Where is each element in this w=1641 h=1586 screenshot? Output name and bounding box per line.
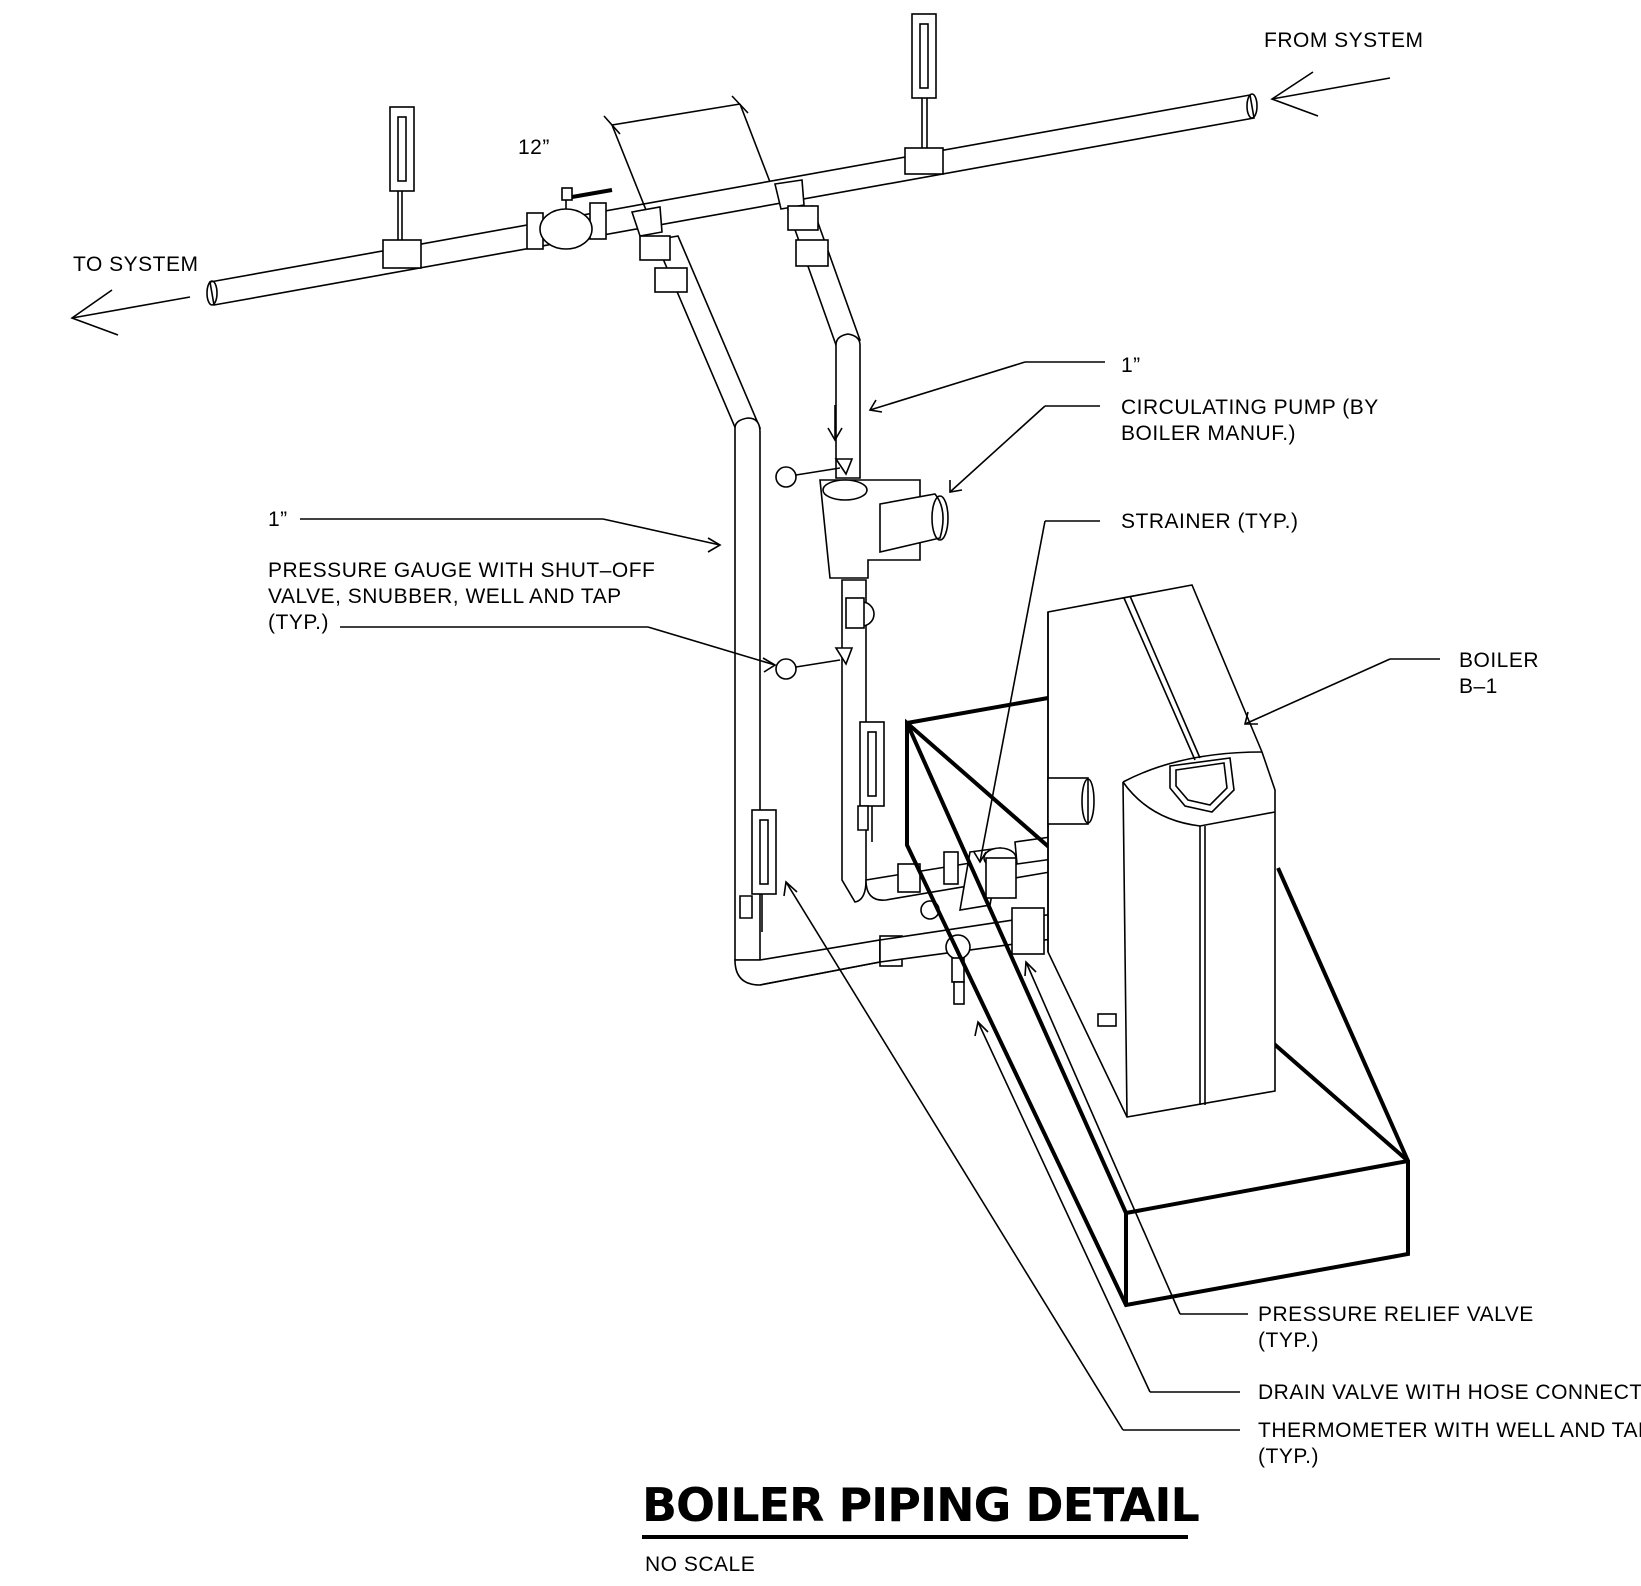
label-pipe-size-left: 1”: [268, 508, 288, 531]
pressure-gauge-icon: [775, 458, 854, 488]
ball-valve-icon: [526, 187, 613, 250]
label-boiler-line1: BOILER: [1459, 649, 1540, 672]
label-pressure-gauge-line3: (TYP.): [268, 611, 329, 634]
label-boiler: BOILER B–1: [1459, 648, 1539, 700]
label-pressure-relief-line1: PRESSURE RELIEF VALVE: [1258, 1303, 1534, 1326]
label-drain-valve: DRAIN VALVE WITH HOSE CONNECTION: [1258, 1381, 1641, 1404]
thermometer-icon: [904, 13, 944, 175]
label-boiler-line2: B–1: [1459, 675, 1498, 698]
label-pressure-gauge: PRESSURE GAUGE WITH SHUT–OFF VALVE, SNUB…: [268, 558, 655, 636]
circulating-pump-icon: [819, 479, 949, 579]
label-circulating-pump: CIRCULATING PUMP (BY BOILER MANUF.): [1121, 395, 1379, 447]
title-underline: [642, 1535, 1188, 1539]
label-from-system: FROM SYSTEM: [1264, 29, 1424, 52]
arrow-left-icon: [70, 289, 191, 336]
label-strainer: STRAINER (TYP.): [1121, 510, 1299, 533]
label-thermometer-line1: THERMOMETER WITH WELL AND TAP: [1258, 1419, 1641, 1442]
thermometer-icon: [382, 106, 422, 269]
return-branch-pipe: [786, 205, 862, 479]
dimension-12in: [603, 95, 771, 211]
label-thermometer-line2: (TYP.): [1258, 1445, 1319, 1468]
drawing-title: BOILER PIPING DETAIL: [642, 1478, 1200, 1532]
label-pressure-gauge-line1: PRESSURE GAUGE WITH SHUT–OFF: [268, 559, 656, 582]
label-pressure-relief-valve: PRESSURE RELIEF VALVE (TYP.): [1258, 1302, 1534, 1354]
label-thermometer: THERMOMETER WITH WELL AND TAP (TYP.): [1258, 1418, 1641, 1470]
label-circulating-pump-line2: BOILER MANUF.): [1121, 422, 1297, 445]
drawing-subtitle: NO SCALE: [645, 1553, 756, 1576]
boiler-b1-unit: [905, 584, 1410, 1308]
main-header-pipe: [206, 93, 1258, 306]
label-pipe-size-right: 1”: [1121, 354, 1141, 377]
thermometer-icon: [857, 721, 885, 842]
arrow-left-icon: [1270, 71, 1391, 117]
label-circulating-pump-line1: CIRCULATING PUMP (BY: [1121, 396, 1379, 419]
label-pressure-gauge-line2: VALVE, SNUBBER, WELL AND TAP: [268, 585, 622, 608]
pressure-gauge-icon: [775, 647, 854, 680]
leader-lines: [300, 361, 1440, 1431]
label-dimension-12in: 12”: [518, 136, 550, 159]
label-to-system: TO SYSTEM: [73, 253, 199, 276]
thermometer-icon: [739, 809, 777, 932]
label-pressure-relief-line2: (TYP.): [1258, 1329, 1319, 1352]
flow-arrow-down-icon: [827, 405, 843, 442]
